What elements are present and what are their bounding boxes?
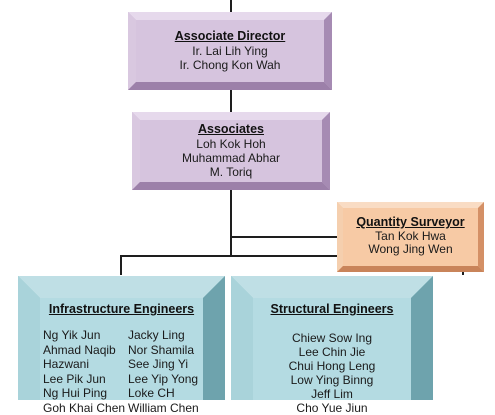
quantity-surveyor-box: Quantity Surveyor Tan Kok Hwa Wong Jing … [337, 202, 484, 272]
infrastructure-engineer-name: Goh Khai Chen [43, 401, 125, 415]
infrastructure-engineer-name: Lee Pik Jun [43, 372, 125, 387]
structural-engineers-box: Structural Engineers Chiew Sow Ing Lee C… [231, 276, 433, 400]
connector-to-quantity-surveyor [230, 236, 338, 238]
associates-panel: Associates Loh Kok Hoh Muhammad Abhar M.… [140, 120, 322, 182]
infrastructure-engineers-panel: Infrastructure Engineers Ng Yik Jun Ahma… [40, 298, 203, 400]
structural-engineer-name: Low Ying Binng [253, 373, 411, 387]
connector-director-associates [230, 88, 232, 114]
associates-title: Associates [140, 122, 322, 137]
associate-director-title: Associate Director [136, 29, 324, 44]
infrastructure-engineers-title: Infrastructure Engineers [40, 302, 203, 317]
structural-engineer-name: Cho Yue Jiun [253, 401, 411, 415]
infrastructure-engineer-name: Ng Yik Jun [43, 328, 125, 343]
structural-engineer-name: Jeff Lim [253, 387, 411, 401]
connector-to-infrastructure [120, 255, 122, 275]
infrastructure-engineers-column-1: Ng Yik Jun Ahmad Naqib Hazwani Lee Pik J… [43, 328, 125, 415]
infrastructure-engineer-name: See Jing Yi [128, 357, 199, 372]
quantity-surveyor-name: Wong Jing Wen [343, 243, 478, 256]
infrastructure-engineer-name: William Chen [128, 401, 199, 415]
infrastructure-engineer-name: Loke CH [128, 386, 199, 401]
associate-director-panel: Associate Director Ir. Lai Lih Ying Ir. … [136, 20, 324, 82]
structural-engineer-name: Chui Hong Leng [253, 359, 411, 373]
infrastructure-engineer-name: Jacky Ling [128, 328, 199, 343]
quantity-surveyor-panel: Quantity Surveyor Tan Kok Hwa Wong Jing … [343, 208, 478, 266]
quantity-surveyor-title: Quantity Surveyor [343, 215, 478, 230]
structural-engineer-name: Chiew Sow Ing [253, 331, 411, 345]
infrastructure-engineer-name: Lee Yip Yong [128, 372, 199, 387]
structural-engineers-panel: Structural Engineers Chiew Sow Ing Lee C… [253, 298, 411, 400]
associate-director-box: Associate Director Ir. Lai Lih Ying Ir. … [128, 12, 332, 90]
associates-name: M. Toriq [140, 165, 322, 179]
infrastructure-engineer-name: Hazwani [43, 357, 125, 372]
infrastructure-engineers-column-2: Jacky Ling Nor Shamila See Jing Yi Lee Y… [128, 328, 199, 415]
associates-box: Associates Loh Kok Hoh Muhammad Abhar M.… [132, 112, 330, 190]
infrastructure-engineer-name: Nor Shamila [128, 343, 199, 358]
associate-director-name: Ir. Chong Kon Wah [136, 58, 324, 72]
connector-associates-down [230, 188, 232, 256]
infrastructure-engineer-name: Ahmad Naqib [43, 343, 125, 358]
associates-name: Loh Kok Hoh [140, 137, 322, 151]
structural-engineer-name: Lee Chin Jie [253, 345, 411, 359]
structural-engineers-title: Structural Engineers [253, 302, 411, 317]
infrastructure-engineers-box: Infrastructure Engineers Ng Yik Jun Ahma… [18, 276, 225, 400]
associates-name: Muhammad Abhar [140, 151, 322, 165]
infrastructure-engineer-name: Ng Hui Ping [43, 386, 125, 401]
associate-director-name: Ir. Lai Lih Ying [136, 44, 324, 58]
